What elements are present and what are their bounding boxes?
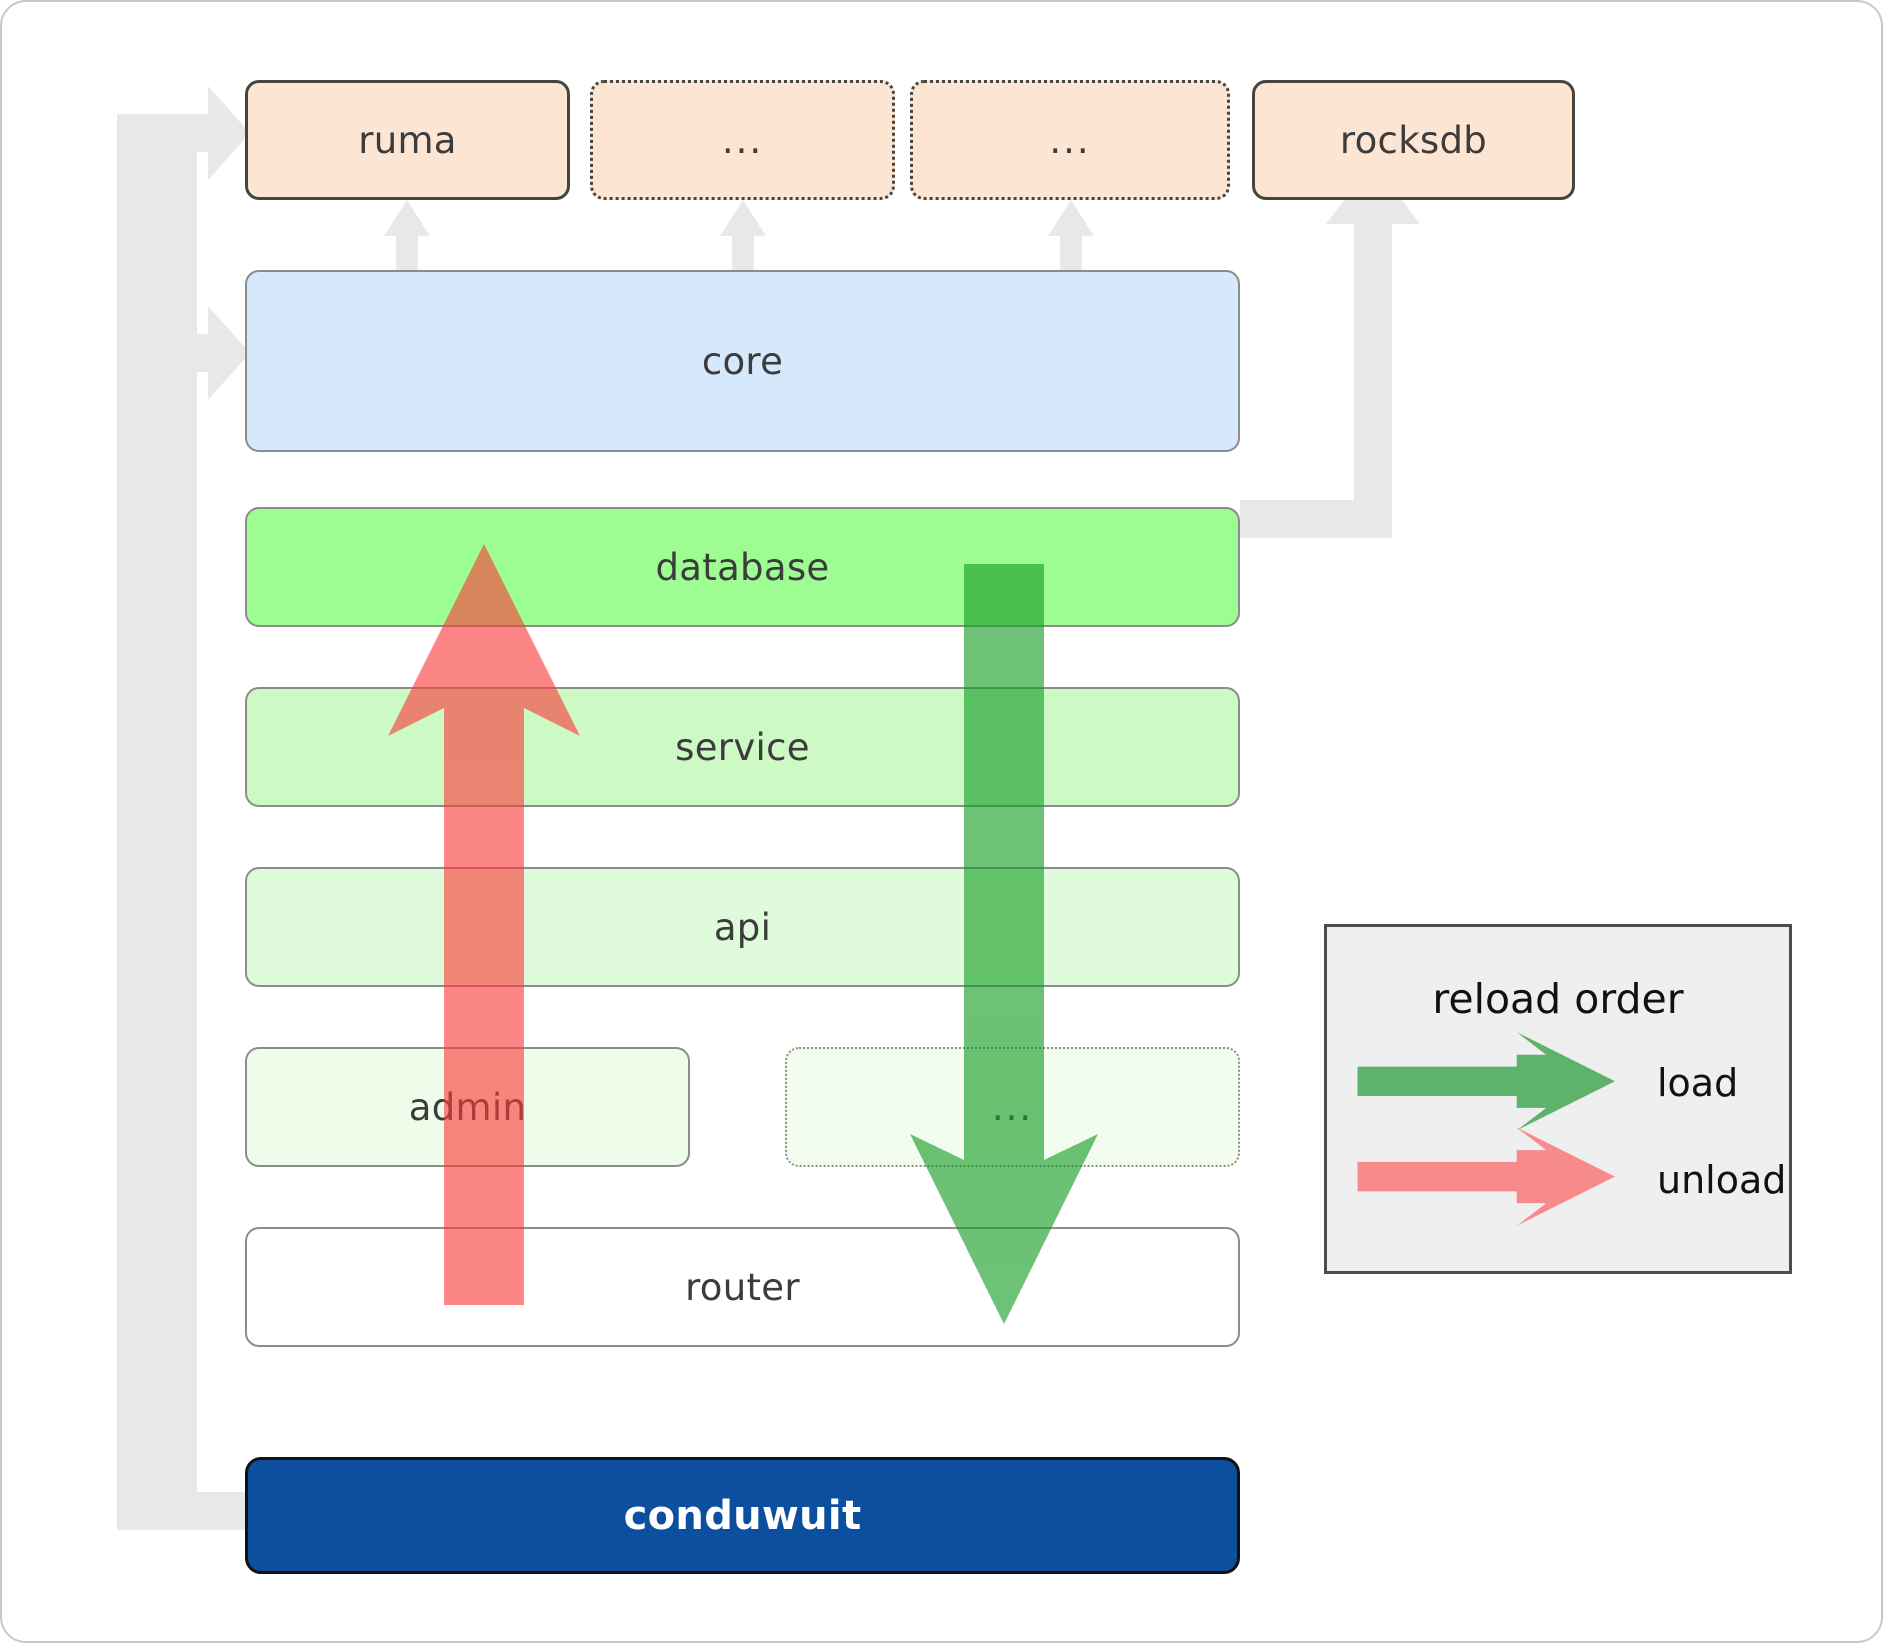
legend-label-unload: unload	[1657, 1158, 1787, 1202]
arrow-to-core	[157, 306, 250, 400]
package-label-placeholder-2: ...	[1049, 118, 1091, 162]
arrow-to-ruma	[117, 86, 250, 180]
conduwuit-to-ruma-connector	[117, 132, 197, 1530]
binary-label-conduwuit: conduwuit	[623, 1492, 862, 1539]
layer-label-database: database	[655, 545, 830, 589]
core-label: core	[701, 339, 784, 383]
arrow-core-to-pkg3	[1048, 200, 1094, 270]
legend-unload-head	[1516, 1127, 1616, 1226]
layer-label-api: api	[713, 905, 772, 949]
legend-panel: reload order load unload	[1324, 924, 1792, 1274]
layer-label-service: service	[675, 725, 810, 769]
binary-box-conduwuit[interactable]: conduwuit	[245, 1457, 1240, 1574]
package-box-ruma[interactable]: ruma	[245, 80, 570, 200]
legend-unload-shaft	[1357, 1161, 1553, 1192]
package-box-rocksdb[interactable]: rocksdb	[1252, 80, 1575, 200]
trunk-bottom-stub	[117, 1492, 260, 1530]
legend-load-shaft	[1357, 1066, 1553, 1097]
package-box-placeholder-2[interactable]: ...	[910, 80, 1230, 200]
core-box[interactable]: core	[245, 270, 1240, 452]
layer-box-api[interactable]: api	[245, 867, 1240, 987]
layer-box-placeholder[interactable]: ...	[785, 1047, 1240, 1167]
layer-box-service[interactable]: service	[245, 687, 1240, 807]
legend-arrow-swatches	[1357, 1032, 1616, 1226]
package-box-placeholder-1[interactable]: ...	[590, 80, 895, 200]
arrow-core-to-ruma	[384, 200, 430, 270]
arrow-core-to-pkg2	[720, 200, 766, 270]
layer-label-router: router	[685, 1265, 800, 1309]
package-label-placeholder-1: ...	[721, 118, 764, 162]
legend-unload-arrow	[1357, 1127, 1616, 1226]
layer-box-admin[interactable]: admin	[245, 1047, 690, 1167]
layer-label-placeholder: ...	[991, 1085, 1034, 1129]
layer-box-router[interactable]: router	[245, 1227, 1240, 1347]
layer-label-admin: admin	[408, 1085, 527, 1129]
legend-load-head	[1516, 1032, 1616, 1131]
legend-label-load: load	[1657, 1061, 1739, 1105]
legend-title: reload order	[1432, 975, 1684, 1023]
branch-to-ruma	[197, 114, 198, 152]
layer-box-database[interactable]: database	[245, 507, 1240, 627]
database-to-rocksdb-connector	[1240, 202, 1392, 538]
package-label-rocksdb: rocksdb	[1339, 118, 1488, 162]
legend-load-arrow	[1357, 1032, 1616, 1131]
package-label-ruma: ruma	[358, 118, 457, 162]
